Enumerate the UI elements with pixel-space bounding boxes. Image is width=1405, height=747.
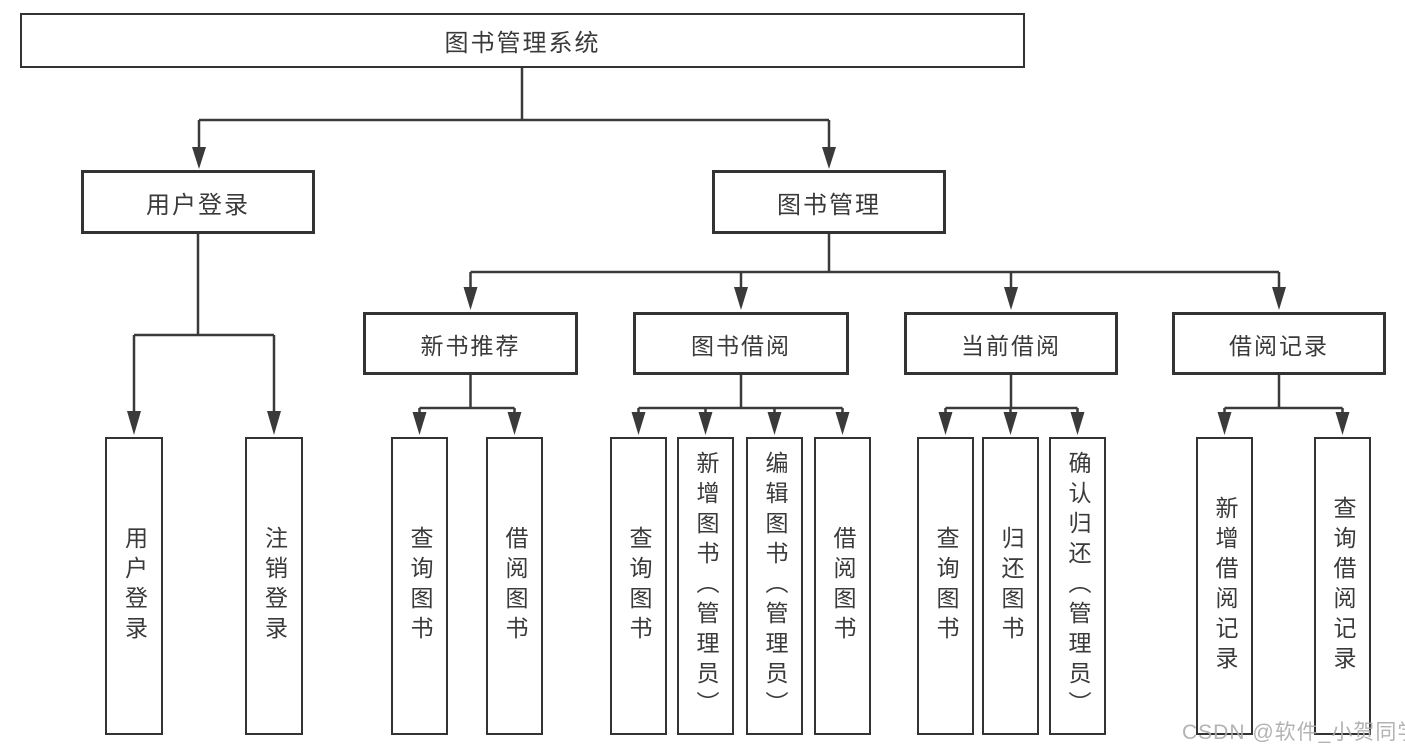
node-user-login: 用户登录	[81, 170, 315, 234]
edge-level2-stems	[469, 374, 1281, 408]
leaf-user-login: 用户登录	[105, 437, 163, 735]
leaf-borrow-books-label: 借阅图书	[830, 526, 856, 646]
leaf-confirm-return-admin: 确认归还（管理员）	[1049, 437, 1106, 735]
leaf-borrow-books: 借阅图书	[814, 437, 871, 735]
leaf-query-books-current: 查询图书	[917, 437, 974, 735]
leaf-confirm-return-admin-label: 确认归还（管理员）	[1065, 451, 1091, 721]
node-borrow-records: 借阅记录	[1172, 312, 1386, 375]
node-new-book-recommend: 新书推荐	[363, 312, 578, 375]
leaf-query-borrow-record-label: 查询借阅记录	[1330, 496, 1356, 676]
node-current-borrow: 当前借阅	[904, 312, 1118, 375]
leaf-borrow-books-recommend-label: 借阅图书	[502, 526, 528, 646]
leaf-query-books-borrow-label: 查询图书	[626, 526, 652, 646]
node-current-borrow-label: 当前借阅	[961, 332, 1061, 359]
leaf-query-books-current-label: 查询图书	[933, 526, 959, 646]
node-root: 图书管理系统	[20, 13, 1025, 68]
arrowheads	[127, 147, 1350, 435]
node-book-borrow-label: 图书借阅	[691, 332, 791, 359]
edge-leaf-stubs	[418, 408, 1344, 414]
leaf-query-borrow-record: 查询借阅记录	[1314, 437, 1371, 735]
leaf-edit-book-admin: 编辑图书（管理员）	[746, 437, 803, 735]
leaf-return-books-label: 归还图书	[998, 526, 1024, 646]
edge-root-stem	[197, 67, 831, 148]
leaf-return-books: 归还图书	[982, 437, 1039, 735]
edge-user-login	[132, 233, 276, 413]
leaf-logout: 注销登录	[245, 437, 303, 735]
node-book-management-label: 图书管理	[777, 191, 881, 219]
node-user-login-label: 用户登录	[146, 191, 250, 219]
leaf-add-borrow-record-label: 新增借阅记录	[1212, 496, 1238, 676]
leaf-borrow-books-recommend: 借阅图书	[486, 437, 543, 735]
node-root-label: 图书管理系统	[444, 30, 601, 57]
node-book-borrow: 图书借阅	[633, 312, 849, 375]
leaf-query-books-recommend: 查询图书	[391, 437, 448, 735]
node-new-book-recommend-label: 新书推荐	[420, 332, 521, 359]
node-book-management: 图书管理	[712, 170, 946, 234]
leaf-edit-book-admin-label: 编辑图书（管理员）	[762, 451, 788, 721]
node-borrow-records-label: 借阅记录	[1229, 332, 1329, 359]
edge-book-management	[469, 233, 1281, 289]
leaf-query-books-recommend-label: 查询图书	[407, 526, 433, 646]
leaf-add-borrow-record: 新增借阅记录	[1196, 437, 1253, 735]
leaf-add-book-admin-label: 新增图书（管理员）	[693, 451, 719, 721]
leaf-logout-label: 注销登录	[261, 526, 288, 646]
csdn-watermark: CSDN @软件_小贺同学	[1182, 721, 1405, 744]
leaf-add-book-admin: 新增图书（管理员）	[677, 437, 734, 735]
leaf-user-login-label: 用户登录	[121, 526, 148, 646]
leaf-query-books-borrow: 查询图书	[610, 437, 667, 735]
